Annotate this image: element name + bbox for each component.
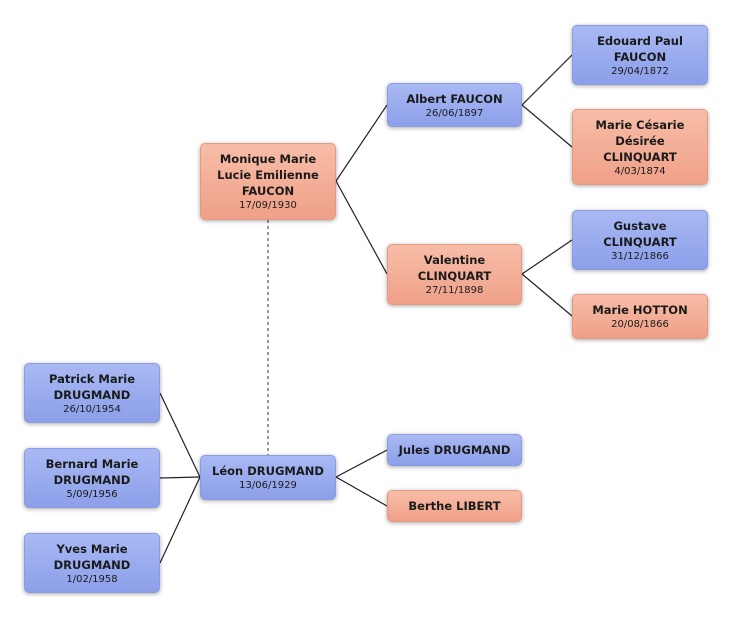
person-card-yves-drugmand[interactable]: Yves Marie DRUGMAND 1/02/1958 bbox=[24, 533, 160, 593]
person-date: 29/04/1872 bbox=[611, 65, 669, 77]
person-date: 17/09/1930 bbox=[239, 200, 297, 211]
link-albert-marie-cesarie bbox=[521, 104, 573, 148]
person-name-line: Patrick Marie bbox=[48, 371, 136, 386]
person-card-patrick-drugmand[interactable]: Patrick Marie DRUGMAND 26/10/1954 bbox=[24, 363, 160, 423]
link-valentine-marie-hotton bbox=[521, 273, 573, 317]
person-date: 26/10/1954 bbox=[63, 403, 121, 415]
link-monique-albert bbox=[335, 104, 388, 182]
person-date: 26/06/1897 bbox=[425, 107, 484, 119]
person-card-berthe-libert[interactable]: Berthe LIBERT bbox=[387, 490, 522, 522]
link-leon-bernard bbox=[159, 476, 201, 479]
person-card-albert-faucon[interactable]: Albert FAUCON 26/06/1897 bbox=[387, 83, 522, 127]
person-card-edouard-faucon[interactable]: Edouard Paul FAUCON 29/04/1872 bbox=[572, 25, 708, 85]
person-name-line: DRUGMAND bbox=[53, 387, 131, 402]
person-name-line: Valentine bbox=[423, 253, 486, 267]
person-name-line: DRUGMAND bbox=[53, 557, 131, 572]
person-date: 31/12/1866 bbox=[611, 250, 669, 262]
link-valentine-gustave bbox=[521, 239, 573, 275]
link-leon-jules bbox=[335, 449, 388, 478]
person-date: 20/08/1866 bbox=[611, 319, 669, 330]
person-name-line: Lucie Emilienne bbox=[217, 168, 319, 182]
person-date: 5/09/1956 bbox=[66, 488, 118, 500]
person-date: 1/02/1958 bbox=[66, 573, 118, 585]
person-name-line: Marie Césarie bbox=[595, 117, 685, 132]
person-name-line: Albert FAUCON bbox=[406, 91, 503, 106]
person-name-line: DRUGMAND bbox=[53, 472, 131, 487]
link-leon-patrick bbox=[159, 392, 201, 478]
person-card-gustave-clinquart[interactable]: Gustave CLINQUART 31/12/1866 bbox=[572, 210, 708, 270]
person-card-valentine-clinquart[interactable]: Valentine CLINQUART 27/11/1898 bbox=[387, 244, 522, 305]
person-name-line: Gustave bbox=[613, 218, 667, 233]
person-date: 27/11/1898 bbox=[425, 285, 484, 296]
person-name-line: Monique Marie bbox=[219, 152, 317, 166]
person-card-marie-cesarie-clinquart[interactable]: Marie Césarie Désirée CLINQUART 4/03/187… bbox=[572, 109, 708, 185]
person-name-line: Léon DRUGMAND bbox=[212, 464, 324, 478]
person-name-line: Yves Marie bbox=[56, 541, 128, 556]
person-name-line: FAUCON bbox=[613, 49, 667, 64]
person-card-monique-faucon[interactable]: Monique Marie Lucie Emilienne FAUCON 17/… bbox=[200, 143, 336, 220]
link-leon-yves bbox=[159, 476, 201, 564]
person-name-line: Marie HOTTON bbox=[592, 303, 688, 317]
person-name-line: Edouard Paul bbox=[597, 33, 683, 48]
person-card-leon-drugmand[interactable]: Léon DRUGMAND 13/06/1929 bbox=[200, 455, 336, 500]
link-monique-valentine bbox=[335, 180, 388, 275]
person-card-bernard-drugmand[interactable]: Bernard Marie DRUGMAND 5/09/1956 bbox=[24, 448, 160, 508]
person-name-line: Berthe LIBERT bbox=[408, 499, 501, 513]
person-name-line: CLINQUART bbox=[603, 149, 677, 164]
person-name-line: FAUCON bbox=[241, 184, 295, 198]
person-name-line: Jules DRUGMAND bbox=[398, 443, 511, 457]
person-name-line: Bernard Marie bbox=[45, 456, 139, 471]
person-name-line: Désirée bbox=[615, 133, 665, 148]
person-card-jules-drugmand[interactable]: Jules DRUGMAND bbox=[387, 434, 522, 466]
person-date: 13/06/1929 bbox=[239, 480, 297, 491]
person-card-marie-hotton[interactable]: Marie HOTTON 20/08/1866 bbox=[572, 294, 708, 339]
person-name-line: CLINQUART bbox=[417, 269, 492, 283]
link-leon-berthe bbox=[335, 476, 388, 507]
person-name-line: CLINQUART bbox=[603, 234, 677, 249]
link-albert-edouard bbox=[521, 54, 573, 106]
person-date: 4/03/1874 bbox=[614, 165, 666, 177]
